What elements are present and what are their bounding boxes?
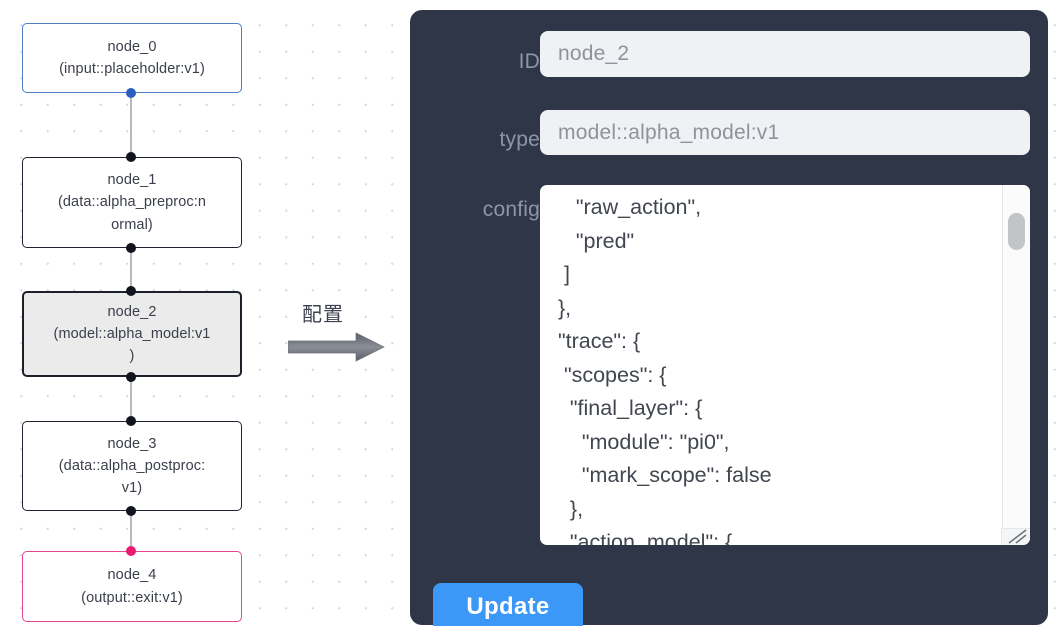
config-textarea-container — [540, 185, 1030, 545]
node-port-node_1-target[interactable] — [126, 152, 136, 162]
graph-node-label: node_0 (input::placeholder:v1) — [59, 38, 205, 77]
type-field-label: type — [499, 128, 540, 151]
node-port-node_2-target[interactable] — [126, 286, 136, 296]
right-arrow-icon — [288, 332, 385, 362]
edge-node0-node1[interactable] — [130, 93, 132, 157]
node-port-node_0-source[interactable] — [126, 88, 136, 98]
id-input[interactable] — [540, 31, 1030, 77]
config-field-label: config — [482, 198, 540, 221]
node-port-node_1-source[interactable] — [126, 243, 136, 253]
edge-node2-node3[interactable] — [130, 377, 132, 421]
node-port-node_3-source[interactable] — [126, 506, 136, 516]
edge-node1-node2[interactable] — [130, 248, 132, 291]
annotation-group: 配置 — [288, 298, 400, 364]
node-port-node_3-target[interactable] — [126, 416, 136, 426]
canvas-bottom-edge — [0, 626, 1062, 643]
graph-node-node_2[interactable]: node_2 (model::alpha_model:v1 ) — [22, 291, 242, 377]
graph-node-label: node_3 (data::alpha_postproc: v1) — [58, 435, 206, 497]
graph-node-label: node_4 (output::exit:v1) — [81, 567, 183, 606]
graph-node-node_3[interactable]: node_3 (data::alpha_postproc: v1) — [22, 421, 242, 511]
node-config-panel: ID type config Update — [410, 10, 1048, 631]
resize-handle-icon[interactable] — [1001, 528, 1030, 545]
config-scrollbar-thumb[interactable] — [1008, 213, 1025, 250]
edge-node3-node4[interactable] — [130, 511, 132, 551]
graph-node-node_4[interactable]: node_4 (output::exit:v1) — [22, 551, 242, 622]
graph-node-node_0[interactable]: node_0 (input::placeholder:v1) — [22, 23, 242, 93]
node-port-node_4-target[interactable] — [126, 546, 136, 556]
annotation-caption: 配置 — [302, 302, 344, 326]
graph-node-label: node_2 (model::alpha_model:v1 ) — [53, 303, 211, 365]
id-field-label: ID — [518, 50, 540, 73]
graph-node-label: node_1 (data::alpha_preproc:n ormal) — [57, 172, 207, 233]
config-scrollbar[interactable] — [1002, 185, 1030, 530]
config-textarea[interactable] — [540, 185, 1000, 545]
update-button[interactable]: Update — [433, 583, 583, 631]
node-port-node_2-source[interactable] — [126, 372, 136, 382]
type-input[interactable] — [540, 110, 1030, 155]
graph-node-node_1[interactable]: node_1 (data::alpha_preproc:n ormal) — [22, 157, 242, 248]
